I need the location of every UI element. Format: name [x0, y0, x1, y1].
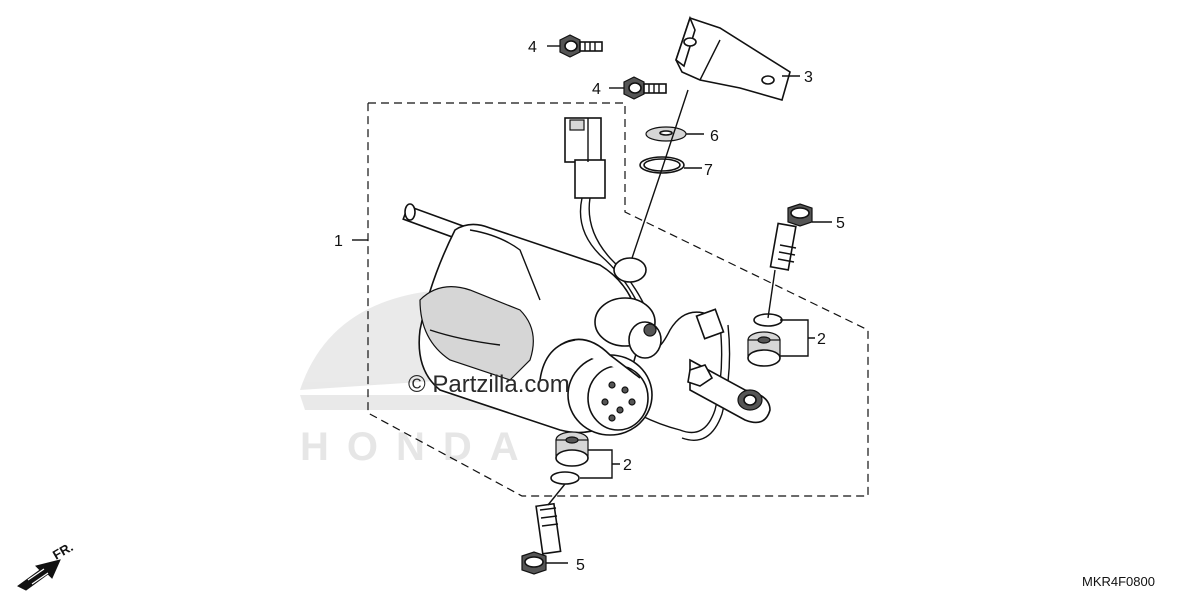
steering-damper-actuator-part-1 [402, 203, 771, 436]
bolt-part-5-lower [521, 502, 562, 575]
callout-5-lower: 5 [576, 557, 585, 574]
bolt-part-5-upper [769, 203, 813, 271]
callout-2-right: 2 [817, 331, 826, 348]
callout-5-upper: 5 [836, 215, 845, 232]
leader-lines [352, 45, 832, 564]
front-direction-label: FR. [50, 539, 76, 562]
callout-1: 1 [334, 233, 343, 250]
alignment-line-bottom [547, 483, 566, 506]
washer-part-6 [645, 126, 687, 142]
flange-bolt-part-4a [559, 34, 603, 58]
callout-4-upper: 4 [528, 39, 537, 56]
callout-4-lower: 4 [592, 81, 601, 98]
callout-3: 3 [804, 69, 813, 86]
bushing-set-part-2-bottom [550, 431, 589, 485]
callout-6: 6 [710, 128, 719, 145]
callout-7: 7 [704, 162, 713, 179]
copyright-watermark: © Partzilla.com [408, 371, 570, 398]
watermark-logo-text: HONDA [300, 425, 537, 469]
callout-2-bottom: 2 [623, 457, 632, 474]
diagram-code: MKR4F0800 [1082, 574, 1155, 589]
wire-connector [564, 117, 606, 199]
alignment-line-right [767, 269, 776, 319]
alignment-line-top [627, 89, 689, 271]
bracket-part-3 [675, 15, 791, 101]
bushing-set-part-2-right [747, 313, 783, 367]
assembly-outline [367, 102, 869, 497]
flange-bolt-part-4b [623, 76, 667, 100]
front-arrow-icon [17, 559, 61, 591]
front-direction-indicator: FR. [17, 539, 76, 591]
o-ring-part-7 [639, 156, 685, 174]
